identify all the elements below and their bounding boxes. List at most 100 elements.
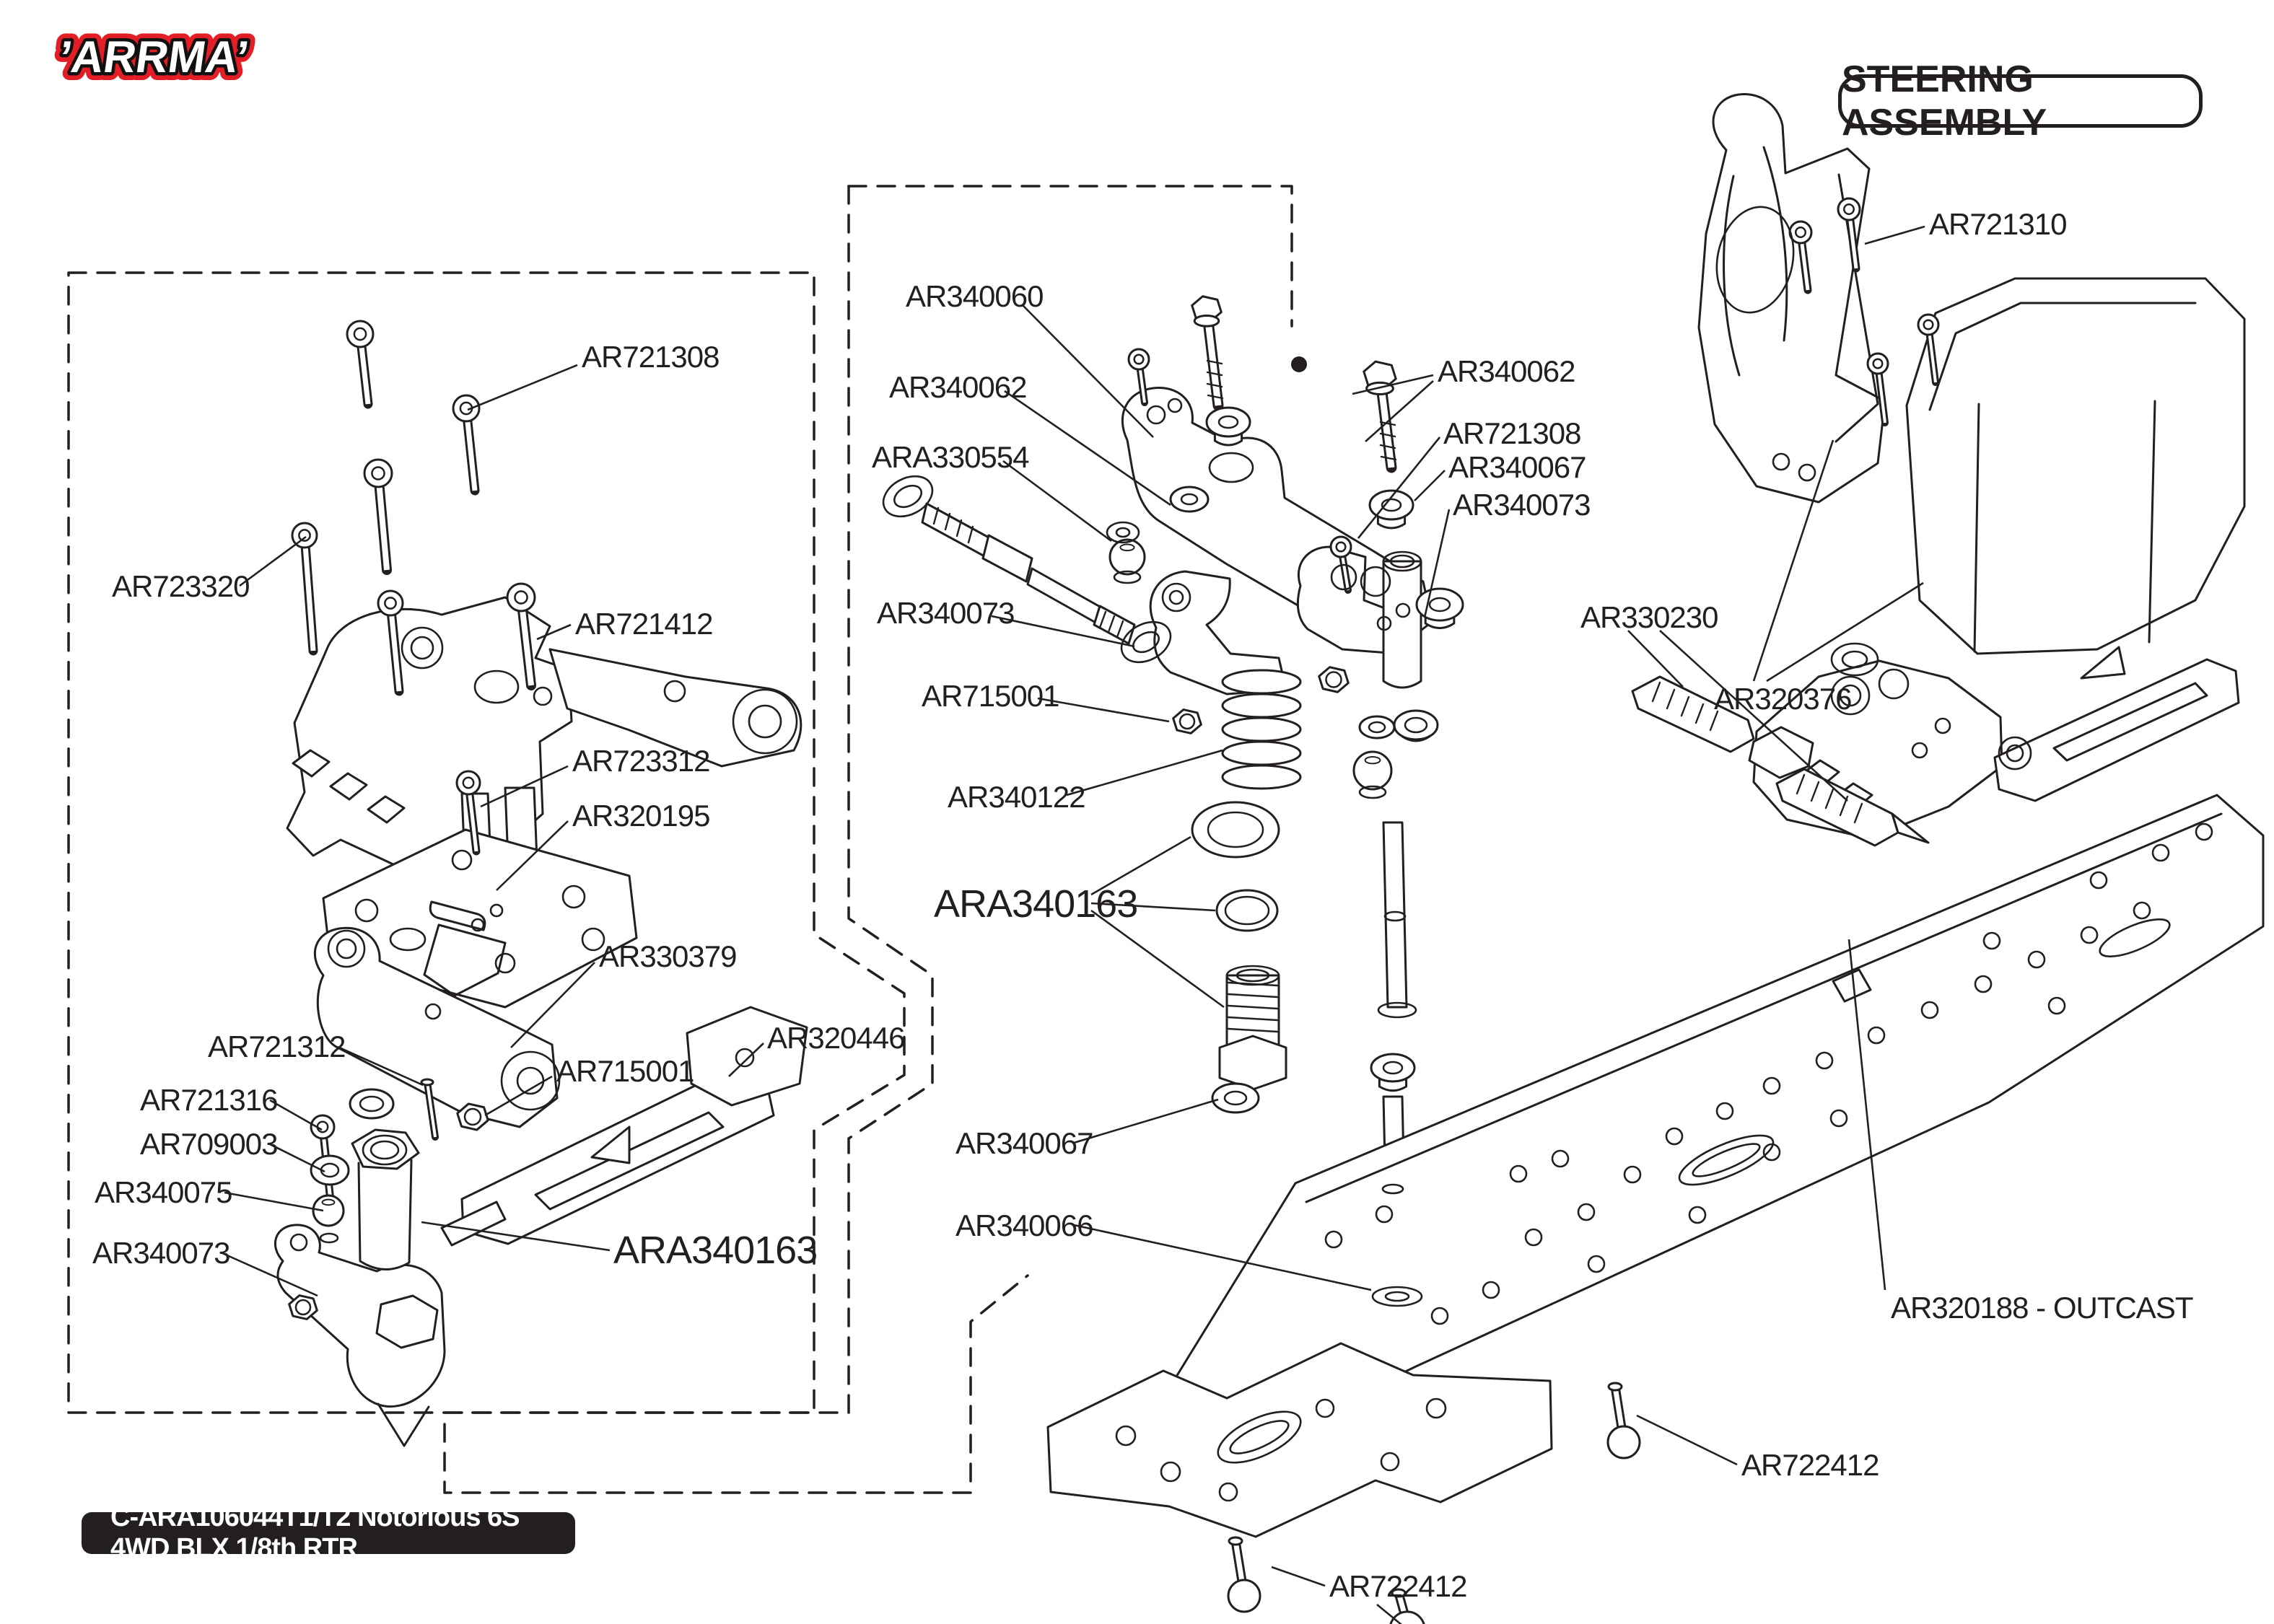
part-label-ar721412: AR721412 xyxy=(575,607,713,641)
spring-coil xyxy=(1221,764,1302,790)
part-label-ar330379: AR330379 xyxy=(599,939,737,973)
leader-line xyxy=(1365,380,1434,442)
washer-bore xyxy=(1223,1090,1248,1106)
thread-hatch xyxy=(1380,455,1397,461)
screw-drive xyxy=(1335,541,1347,553)
washer xyxy=(1370,1053,1416,1083)
spring-coil xyxy=(1221,716,1302,742)
thread-hatch xyxy=(1116,620,1124,638)
hole xyxy=(1974,975,1993,993)
hole xyxy=(1839,684,1862,707)
screw-drive xyxy=(462,776,475,789)
washer-bore xyxy=(1217,415,1239,429)
screw-drive xyxy=(1133,354,1145,365)
hole xyxy=(1482,1281,1500,1299)
hole xyxy=(1688,1206,1707,1224)
detail-ellipse xyxy=(1384,1291,1410,1302)
washer-bore xyxy=(1207,811,1264,848)
detail-ellipse xyxy=(1236,968,1270,983)
hole xyxy=(336,938,357,960)
hole xyxy=(1715,1102,1734,1120)
detail-ellipse xyxy=(1132,631,1160,654)
part-label-ar340122: AR340122 xyxy=(948,780,1085,814)
leader-line xyxy=(1357,436,1441,539)
part-label-ara340163: ARA340163 xyxy=(934,882,1138,926)
thread-hatch xyxy=(1680,695,1690,717)
screw-head xyxy=(1917,313,1940,336)
hole xyxy=(471,918,485,932)
pivot-ball-hole xyxy=(321,1198,336,1206)
leader-line xyxy=(991,615,1135,648)
arrma-logo: ’ARRMA’ ’ARRMA’ ’ARRMA’ xyxy=(35,20,266,92)
part-outline xyxy=(1928,302,2197,411)
part-label-ar723320: AR723320 xyxy=(112,569,250,603)
part-outline xyxy=(1697,93,1886,504)
part-label-ar330230: AR330230 xyxy=(1580,600,1718,634)
hole xyxy=(2133,901,2151,920)
hole xyxy=(489,903,504,918)
product-code-badge: C-ARA106044T1/T2 Notorious 6S 4WD BLX 1/… xyxy=(82,1502,575,1563)
thread-hatch xyxy=(1227,993,1279,998)
hole xyxy=(494,952,516,974)
hole xyxy=(1623,1165,1642,1184)
washer-bore xyxy=(1368,721,1386,734)
thread-hatch xyxy=(1207,394,1224,400)
washer xyxy=(1415,587,1464,622)
screw-drive xyxy=(1923,319,1934,330)
part-label-ar340060: AR340060 xyxy=(906,279,1044,313)
screw-shaft-fill xyxy=(375,473,390,571)
hole xyxy=(1115,1425,1137,1447)
washer-bore xyxy=(1180,493,1199,506)
hole xyxy=(1772,452,1790,471)
screw-drive xyxy=(514,590,528,605)
part-label-ar340062: AR340062 xyxy=(889,370,1027,404)
leader-line xyxy=(1766,581,1924,682)
hole xyxy=(1762,1143,1781,1162)
washer xyxy=(1191,801,1280,859)
hole xyxy=(1878,668,1910,700)
screw-shaft-fill xyxy=(388,602,402,692)
part-outline xyxy=(1723,175,1741,377)
detail-ellipse xyxy=(2099,918,2171,957)
part-outline xyxy=(1026,567,1103,625)
hole xyxy=(1360,566,1391,597)
leader-line xyxy=(239,535,307,587)
leader-line xyxy=(1073,1098,1219,1144)
hole xyxy=(2047,996,2066,1015)
hole xyxy=(2027,950,2046,969)
detail-ellipse xyxy=(1389,554,1415,569)
leader-line xyxy=(1073,1224,1372,1291)
screw-drive xyxy=(1843,203,1855,215)
screw-head xyxy=(1837,197,1861,221)
hole xyxy=(1829,1109,1848,1128)
logo-text: ’ARRMA’ xyxy=(56,32,251,82)
hole xyxy=(1762,1076,1781,1095)
part-outline xyxy=(1046,1342,1553,1538)
part-outline xyxy=(313,926,559,1128)
part-label-ar340075: AR340075 xyxy=(95,1175,232,1209)
thread-hatch xyxy=(1107,615,1116,633)
thread-hatch xyxy=(1379,432,1396,438)
part-label-ar340073: AR340073 xyxy=(92,1236,230,1270)
hole xyxy=(1375,1205,1394,1224)
hole xyxy=(1218,1482,1238,1502)
leader-line xyxy=(1414,470,1446,501)
detail-ellipse xyxy=(362,1134,408,1166)
part-outline xyxy=(440,1201,507,1247)
screw-head xyxy=(1127,348,1150,371)
hole xyxy=(748,704,782,739)
part-outline xyxy=(367,795,406,824)
pin-top xyxy=(1607,1382,1623,1392)
part-label-ar340073: AR340073 xyxy=(877,596,1015,630)
pin-top xyxy=(420,1078,434,1087)
washer-bore xyxy=(359,1095,385,1112)
locknut-bore xyxy=(294,1299,312,1316)
hole xyxy=(1168,589,1184,605)
leader-line xyxy=(224,1191,324,1212)
washer xyxy=(1368,489,1414,521)
part-outline xyxy=(590,1125,631,1164)
hole xyxy=(289,1233,308,1252)
screw-head xyxy=(363,458,393,488)
pin-ball-end xyxy=(1389,1610,1425,1624)
